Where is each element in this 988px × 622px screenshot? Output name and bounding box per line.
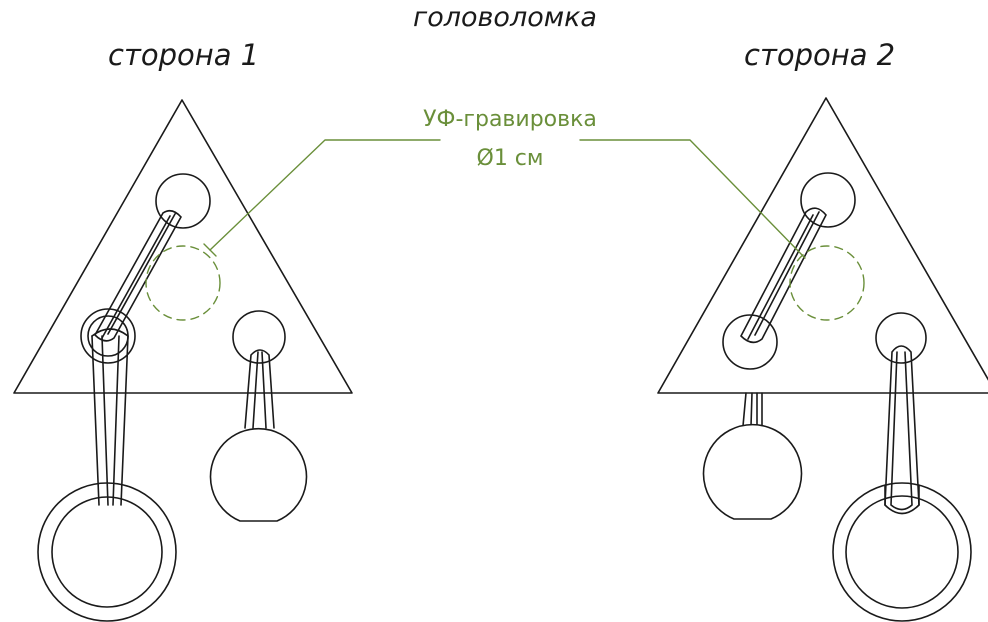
side-2-hole-top (800, 172, 856, 228)
side-2-puzzle (657, 97, 988, 622)
side-1-loop-top (91, 328, 129, 337)
side-1-ring-inner (51, 496, 163, 608)
side-2-bead (702, 423, 803, 520)
side-1-label: сторона 1 (108, 38, 260, 72)
side-2-diagonal-rope (740, 207, 827, 344)
side-2-hole-right (875, 312, 927, 364)
side-1-engraving-circle (145, 245, 221, 321)
side-1-hole-top (155, 173, 211, 229)
side-2-loop-front (884, 484, 920, 506)
side-1-long-loop (91, 335, 129, 506)
engraving-annotation (145, 139, 865, 321)
side-1-diagonal-rope (94, 209, 182, 342)
engraving-label: УФ-гравировка (423, 107, 597, 132)
side-1-hole-bottom-right (232, 310, 286, 364)
side-2-triangle (657, 97, 988, 394)
engraving-diameter-label: Ø1 см (476, 146, 544, 171)
side-2-ring-outer (832, 482, 972, 622)
side-1-puzzle (13, 99, 353, 622)
side-2-long-loop (884, 345, 920, 515)
side-2-bead-rope (742, 392, 763, 427)
side-1-bead-loop (244, 349, 275, 429)
side-1-hole-left (80, 308, 136, 364)
side-2-ring-inner (845, 495, 959, 609)
leader-line-left (209, 139, 441, 251)
diagram-strokes (13, 97, 988, 622)
diagram-title: головоломка (413, 2, 597, 33)
side-1-bead (209, 427, 308, 522)
side-1-ring-outer (37, 482, 177, 622)
side-2-label: сторона 2 (744, 38, 896, 72)
side-2-engraving-circle (789, 245, 865, 321)
leader-tick-left (203, 243, 217, 257)
leader-line-right (579, 139, 806, 259)
